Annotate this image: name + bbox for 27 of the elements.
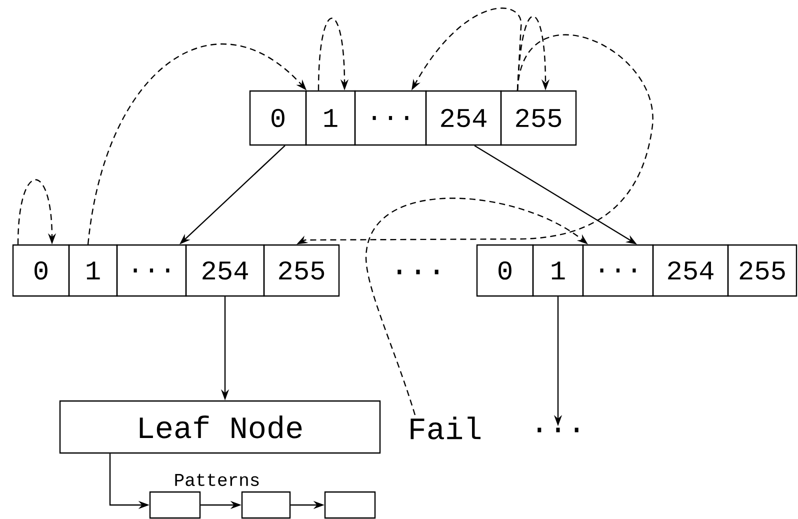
array-cell: 0 bbox=[249, 90, 307, 146]
pattern-box bbox=[324, 491, 376, 519]
patterns-label: Patterns bbox=[175, 474, 259, 486]
array-cell: 0 bbox=[12, 244, 70, 297]
array-cell: 0 bbox=[476, 244, 534, 297]
ellipsis-text: ... bbox=[538, 428, 578, 432]
array-cell: 255 bbox=[263, 244, 340, 297]
array-cell: 255 bbox=[727, 244, 798, 297]
ellipsis-text: ... bbox=[398, 270, 438, 274]
pattern-box bbox=[149, 491, 201, 519]
loop-arrow bbox=[318, 18, 349, 90]
pattern-box bbox=[241, 491, 291, 519]
leaf-node-box: Leaf Node bbox=[59, 400, 381, 454]
loop-arrow bbox=[17, 179, 56, 244]
array-cell: 1 bbox=[532, 244, 584, 297]
array-cell: ... bbox=[354, 90, 427, 146]
array-cell: 1 bbox=[68, 244, 118, 297]
array-cell: 254 bbox=[185, 244, 265, 297]
array-cell: ... bbox=[116, 244, 187, 297]
array-cell: 255 bbox=[500, 90, 577, 146]
fail-text: Fail bbox=[410, 416, 480, 440]
dashed-arrow bbox=[412, 8, 522, 90]
array-cell: 254 bbox=[652, 244, 729, 297]
array-cell: 254 bbox=[425, 90, 502, 146]
array-cell: 1 bbox=[305, 90, 356, 146]
loop-arrow bbox=[516, 16, 550, 90]
array-cell: ... bbox=[582, 244, 654, 297]
